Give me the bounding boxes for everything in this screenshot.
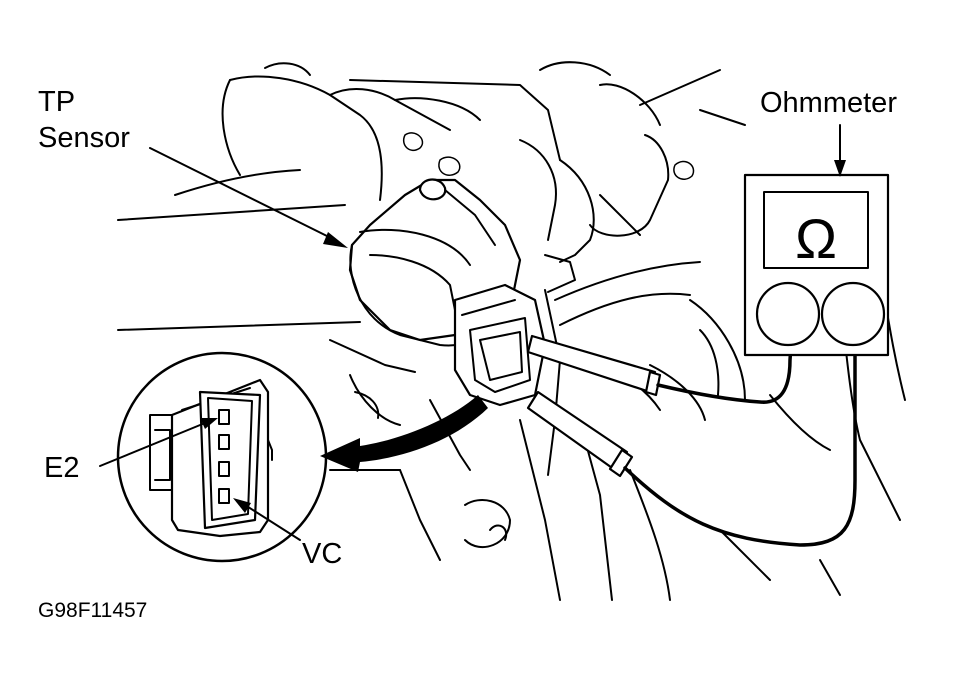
labels: TP Sensor Ohmmeter E2 VC G98F11457 bbox=[38, 86, 897, 622]
ohmmeter-terminal-left bbox=[755, 281, 821, 347]
leader-lines bbox=[99, 124, 846, 541]
ohmmeter-terminal-right bbox=[820, 281, 886, 347]
ohmmeter: Ω bbox=[743, 173, 890, 357]
connector-detail-inset bbox=[116, 351, 328, 563]
pin-3 bbox=[218, 461, 230, 477]
tp-sensor-label-line1: TP bbox=[38, 86, 75, 118]
pin-e2 bbox=[218, 409, 230, 425]
test-leads bbox=[623, 328, 857, 547]
ohmmeter-label: Ohmmeter bbox=[760, 87, 897, 119]
pin-vc bbox=[218, 488, 230, 504]
ohm-symbol: Ω bbox=[795, 207, 837, 270]
test-probes bbox=[526, 334, 662, 478]
ohmmeter-display bbox=[763, 191, 869, 269]
e2-label: E2 bbox=[44, 452, 79, 484]
tp-sensor-label-line2: Sensor bbox=[38, 122, 130, 154]
figure-id: G98F11457 bbox=[38, 599, 147, 622]
detail-callout-arrow bbox=[320, 395, 488, 472]
connector-pins bbox=[218, 409, 230, 504]
tp-sensor bbox=[348, 178, 547, 407]
vc-label: VC bbox=[302, 538, 342, 570]
pin-2 bbox=[218, 434, 230, 450]
